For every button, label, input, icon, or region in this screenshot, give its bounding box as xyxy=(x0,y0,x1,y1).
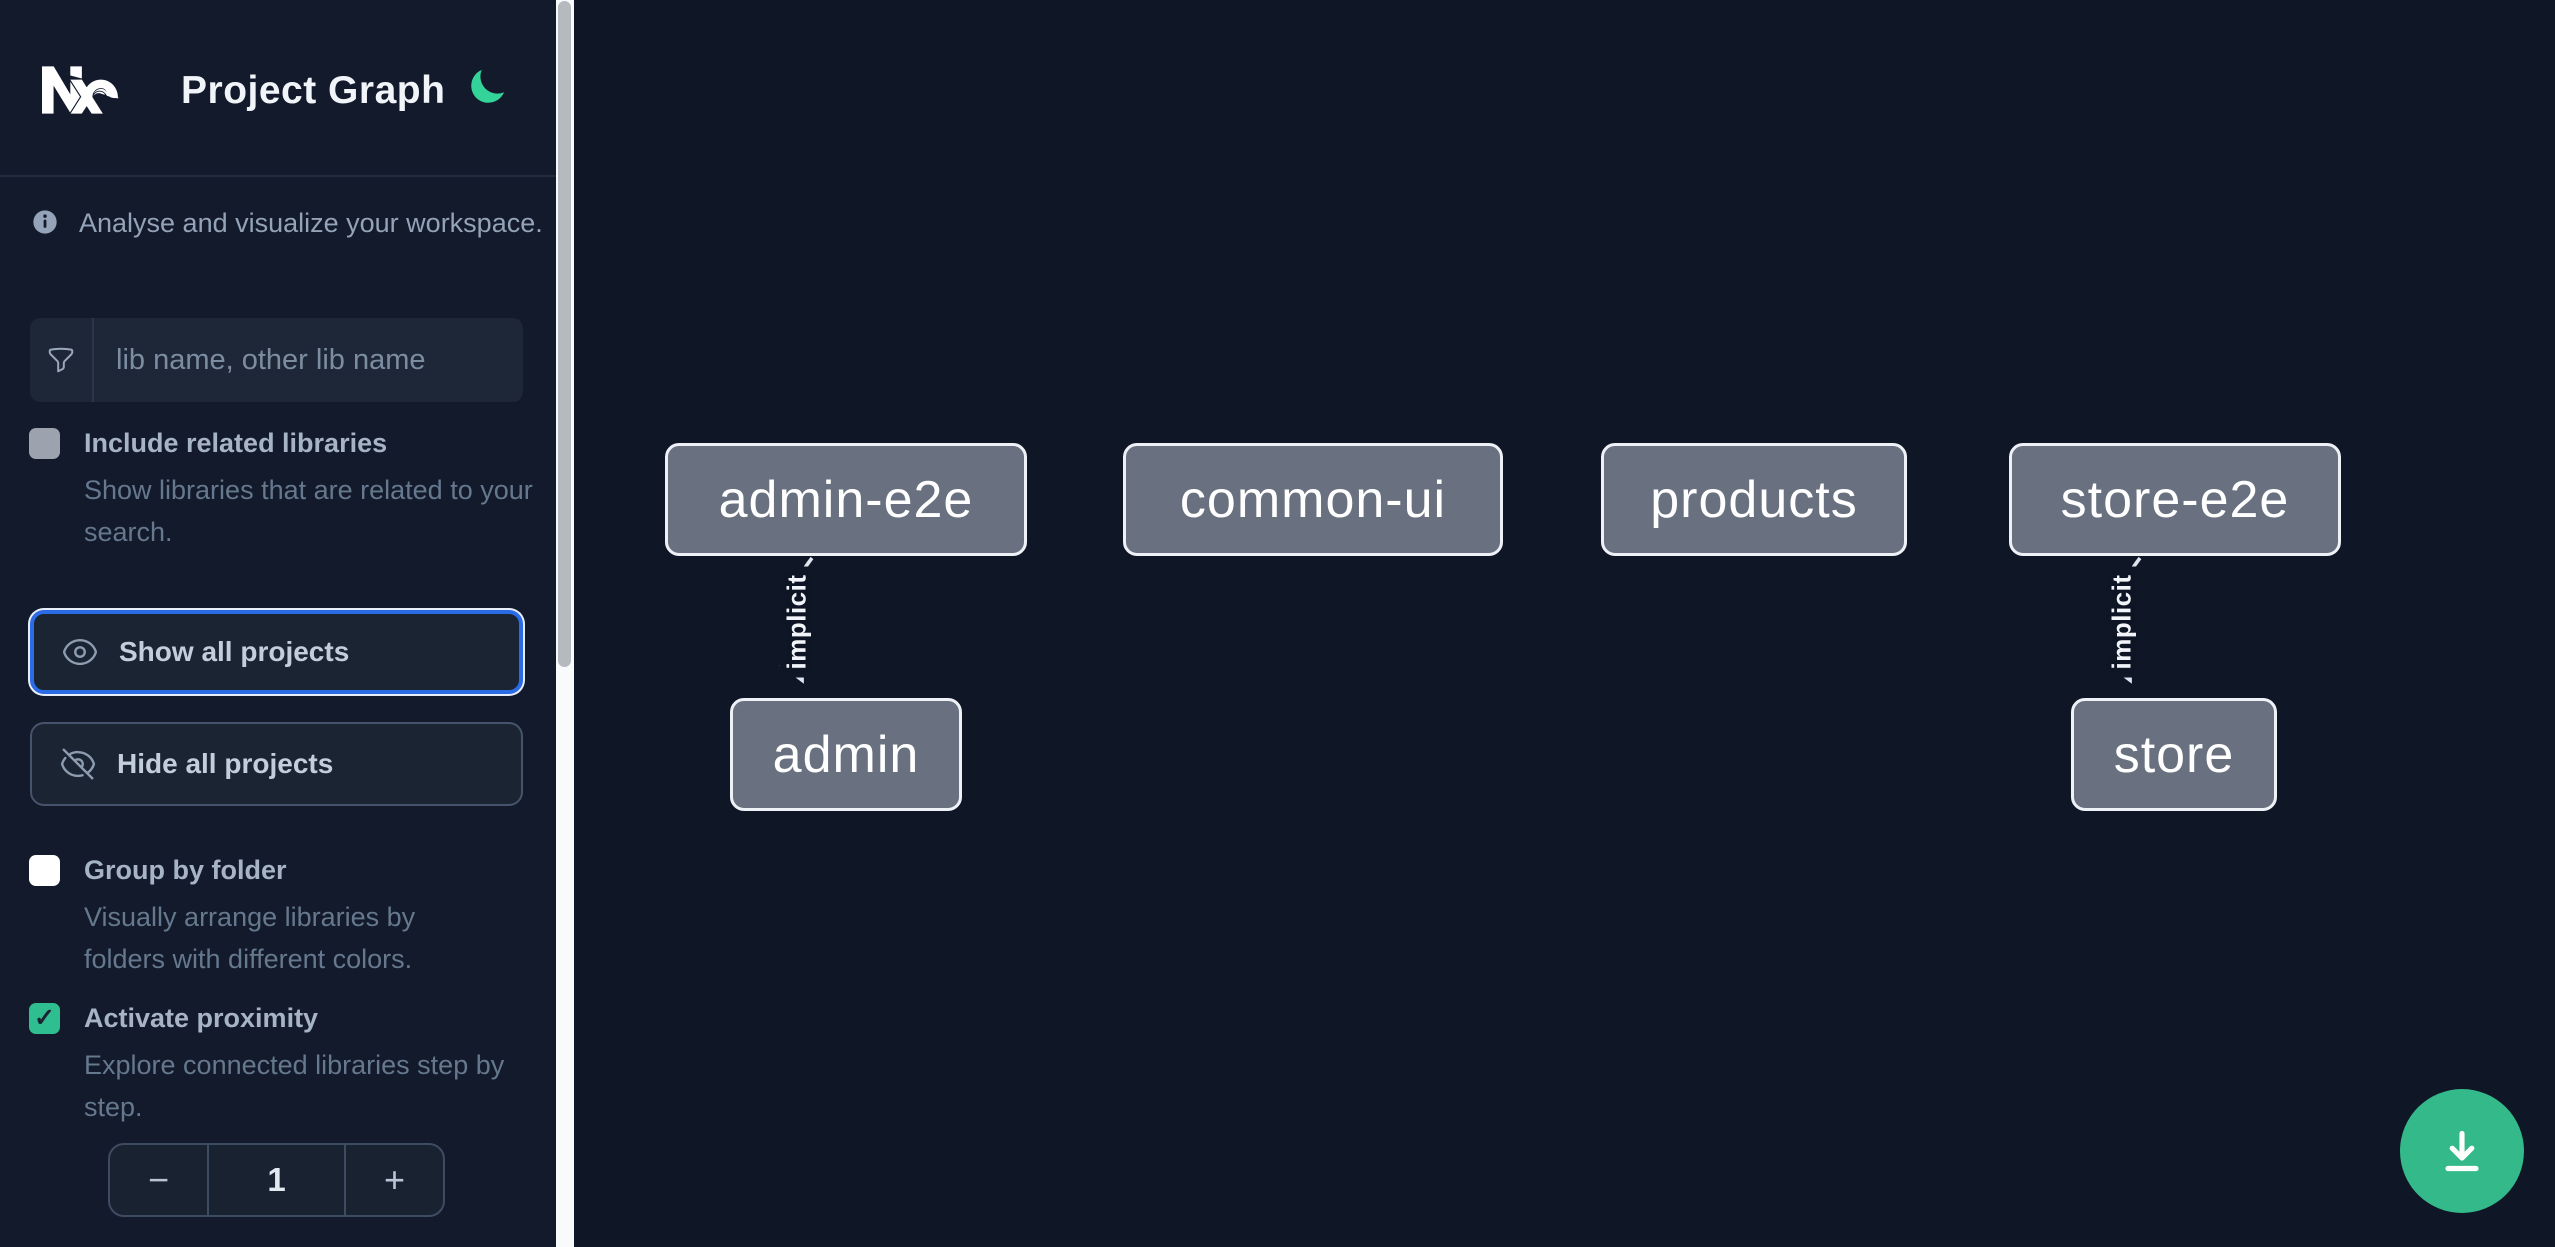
page-title: Project Graph xyxy=(181,69,446,112)
download-image-button[interactable] xyxy=(2400,1089,2524,1213)
include-related-description: Show libraries that are related to your … xyxy=(84,475,533,547)
nx-logo-icon xyxy=(42,66,121,114)
checkmark-icon: ✓ xyxy=(34,1004,55,1032)
node-admin-e2e[interactable]: admin-e2e xyxy=(665,443,1027,556)
dependency-edges xyxy=(778,556,2142,684)
sidebar: Project Graph Analyse and visualize your… xyxy=(0,0,556,1247)
edge-label-implicit-store: implicit xyxy=(2104,566,2140,678)
proximity-depth-stepper: − 1 + xyxy=(108,1143,445,1217)
group-by-folder-label: Group by folder xyxy=(84,855,287,885)
activate-proximity-toggle-block: ✓ Activate proximity Explore connected l… xyxy=(29,1001,529,1128)
activate-proximity-checkbox[interactable]: ✓ xyxy=(29,1003,60,1034)
node-store-e2e[interactable]: store-e2e xyxy=(2009,443,2341,556)
sidebar-scrollbar-track[interactable] xyxy=(556,0,574,1247)
graph-canvas[interactable]: implicit implicit admin-e2e common-ui pr… xyxy=(574,0,2555,1247)
increment-button[interactable]: + xyxy=(383,1159,406,1200)
include-related-label: Include related libraries xyxy=(84,428,388,458)
hide-all-projects-button[interactable]: Hide all projects xyxy=(30,722,523,806)
node-admin[interactable]: admin xyxy=(730,698,962,811)
funnel-icon xyxy=(30,318,94,402)
show-all-projects-label: Show all projects xyxy=(119,636,350,667)
group-by-folder-description: Visually arrange libraries by folders wi… xyxy=(84,902,416,974)
node-common-ui[interactable]: common-ui xyxy=(1123,443,1503,556)
activate-proximity-label: Activate proximity xyxy=(84,1003,319,1033)
decrement-button[interactable]: − xyxy=(147,1159,170,1200)
node-store[interactable]: store xyxy=(2071,698,2277,811)
workspace-info-row: Analyse and visualize your workspace. xyxy=(31,206,543,240)
sidebar-scrollbar-thumb[interactable] xyxy=(558,1,571,667)
info-icon xyxy=(33,210,57,234)
search-input[interactable] xyxy=(94,318,523,402)
include-related-checkbox[interactable] xyxy=(29,428,60,459)
filter-input-group xyxy=(30,318,523,402)
hide-all-projects-label: Hide all projects xyxy=(117,748,334,779)
show-all-projects-button[interactable]: Show all projects xyxy=(30,610,523,694)
group-by-folder-checkbox[interactable] xyxy=(29,855,60,886)
include-related-toggle-block: Include related libraries Show libraries… xyxy=(29,426,533,553)
edge-label-implicit-admin: implicit xyxy=(779,566,815,678)
eye-slash-icon xyxy=(60,748,96,780)
activate-proximity-description: Explore connected libraries step by step… xyxy=(84,1050,505,1122)
proximity-depth-value: 1 xyxy=(207,1145,346,1215)
group-by-folder-toggle-block: Group by folder Visually arrange librari… xyxy=(29,853,529,980)
download-icon xyxy=(2445,1130,2479,1172)
info-text: Analyse and visualize your workspace. xyxy=(79,208,543,238)
node-products[interactable]: products xyxy=(1601,443,1907,556)
eye-icon xyxy=(62,638,98,666)
dark-mode-toggle-moon-icon[interactable] xyxy=(466,66,508,108)
sidebar-header: Project Graph xyxy=(0,0,556,177)
